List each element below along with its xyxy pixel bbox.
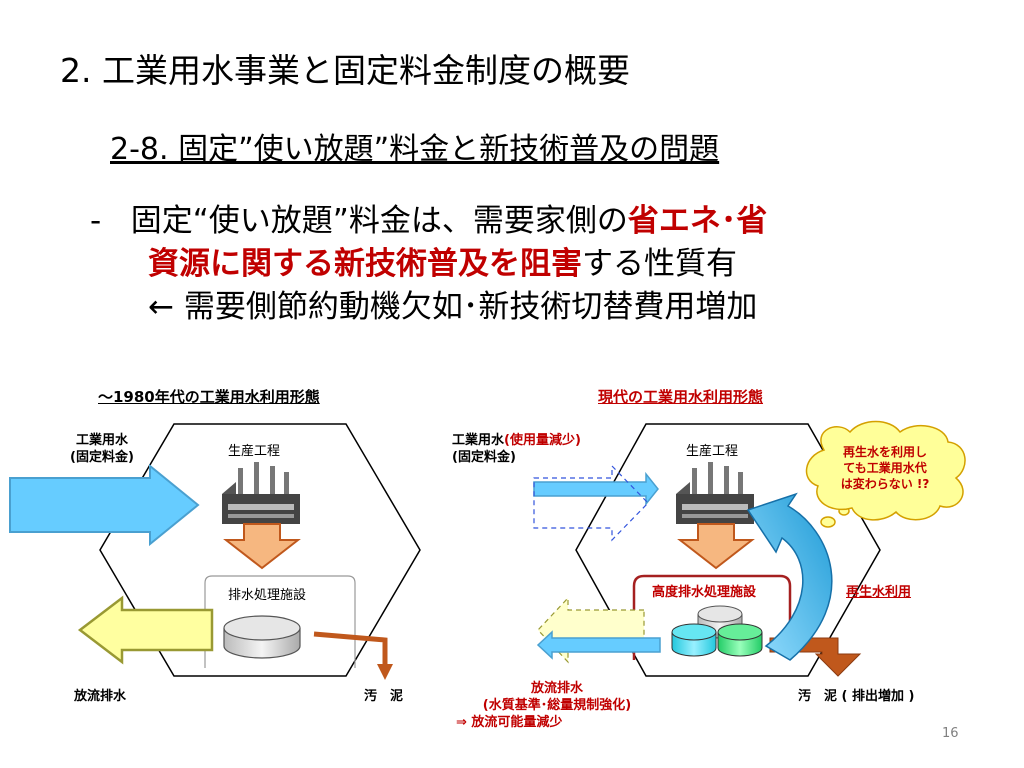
left-hexagon [99, 423, 421, 677]
right-water-in-ghost [533, 464, 649, 542]
left-water-in-line2: (固定料金) [70, 450, 134, 465]
left-discharge-label: 放流排水 [74, 689, 127, 704]
left-heading: ～1980年代の工業用水利用形態 [98, 388, 320, 406]
reuse-label: 再生水利用 [846, 585, 912, 600]
bullet-line-1: - 固定“使い放題”料金は、需要家側の省エネ･省 [90, 200, 767, 243]
bullet-line-2: 資源に関する新技術普及を阻害する性質有 [90, 243, 767, 286]
right-water-in-reduction: (使用量減少) [504, 433, 581, 448]
right-discharge-line3: ⇒ 放流可能量減少 [456, 715, 563, 730]
right-production-label: 生産工程 [686, 444, 739, 459]
left-treatment-box [204, 575, 356, 668]
left-discharge-arrow [77, 595, 214, 665]
left-sludge-label: 汚 泥 [364, 689, 404, 704]
right-water-in-text: 工業用水 [452, 433, 505, 448]
slide-subtitle: 2-8. 固定”使い放題”料金と新技術普及の問題 [110, 132, 720, 167]
right-discharge-line1: 放流排水 [530, 681, 583, 696]
cloud-line-3: は変わらない !? [840, 477, 930, 491]
bullet-dash: - [90, 203, 102, 239]
left-production-label: 生産工程 [228, 444, 281, 459]
left-water-in-arrow [9, 463, 200, 547]
right-water-in-line1: 工業用水(使用量減少) [452, 432, 581, 449]
right-heading: 現代の工業用水利用形態 [598, 388, 764, 406]
right-cyan-tank-icon [671, 623, 717, 657]
right-discharge-label: 放流排水 (水質基準･総量規制強化) ⇒ 放流可能量減少 [448, 680, 666, 731]
reuse-arrow [746, 492, 833, 661]
left-factory-icon [222, 462, 300, 524]
bullet-line-1-emphasis: 省エネ･省 [627, 203, 768, 239]
left-sludge-line [313, 631, 388, 668]
right-sludge-label: 汚 泥 ( 排出増加 ) [798, 689, 915, 704]
bullet-line-2-text: する性質有 [582, 246, 737, 282]
left-water-in-line1: 工業用水 [75, 433, 128, 448]
slide-title: 2. 工業用水事業と固定料金制度の概要 [60, 51, 630, 90]
bullet-line-1-text: 固定“使い放題”料金は、需要家側の [130, 203, 628, 239]
right-discharge-line2: (水質基準･総量規制強化) [482, 698, 632, 713]
right-process-arrow [677, 523, 755, 570]
right-treatment-label: 高度排水処理施設 [652, 585, 757, 600]
bullet-line-2-emphasis: 資源に関する新技術普及を阻害 [148, 246, 582, 282]
left-tank-icon [223, 615, 301, 659]
page-number: 16 [942, 726, 959, 741]
bullet-block: - 固定“使い放題”料金は、需要家側の省エネ･省 資源に関する新技術普及を阻害す… [90, 200, 767, 329]
left-treatment-label: 排水処理施設 [228, 588, 307, 603]
right-hexagon [575, 423, 881, 677]
right-factory-icon [676, 462, 754, 524]
left-sludge-arrowhead [377, 664, 393, 680]
right-green-tank-icon [717, 623, 763, 657]
bullet-line-3: ← 需要側節約動機欠如･新技術切替費用増加 [148, 289, 758, 325]
thought-cloud [805, 420, 966, 528]
right-treatment-box [632, 574, 792, 660]
cloud-line-1: 再生水を利用し [842, 445, 927, 459]
cloud-line-2: ても工業用水代 [843, 461, 927, 475]
left-water-in-label: 工業用水 (固定料金) [70, 432, 134, 466]
cloud-text: 再生水を利用し ても工業用水代 は変わらない !? [830, 444, 940, 492]
right-water-in-line2: (固定料金) [452, 450, 516, 465]
right-water-in-arrow [533, 471, 659, 507]
left-process-arrow [223, 523, 301, 570]
right-water-in-label: 工業用水(使用量減少) (固定料金) [452, 432, 581, 466]
right-discharge-arrow [536, 630, 661, 660]
